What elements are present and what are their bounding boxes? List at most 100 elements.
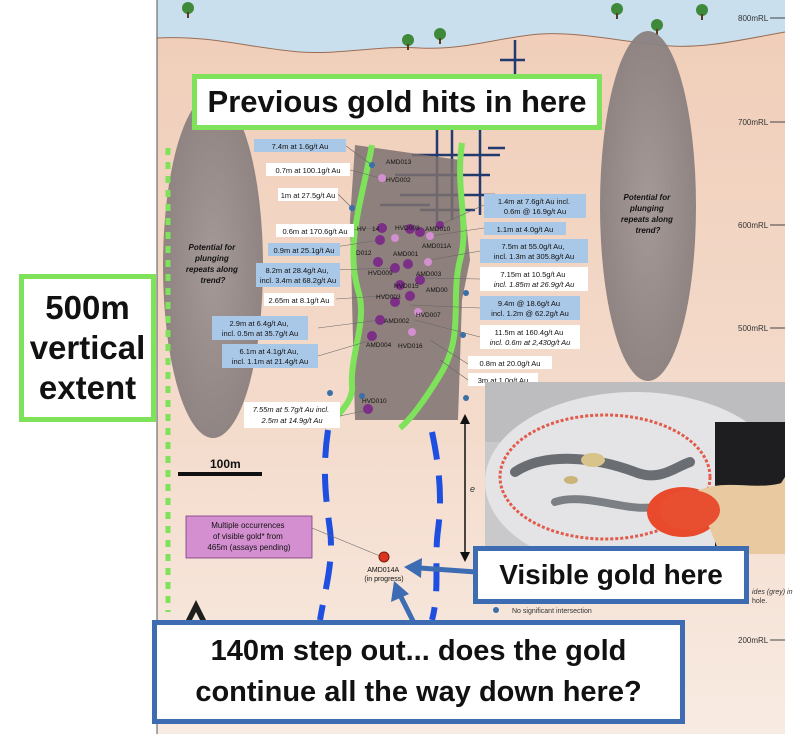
intercept-dot — [415, 275, 425, 285]
zone-outline-right — [398, 142, 467, 431]
intercept-box — [480, 267, 588, 291]
intercept-text: 7.55m at 5.7g/t Au incl. 2.5m at 14.9g/t… — [253, 405, 332, 425]
svg-text:AMD001: AMD001 — [393, 251, 419, 258]
callout-vertical-extent: 500m vertical extent — [19, 274, 156, 422]
intercept-text: 0.8m at 20.0g/t Au — [480, 359, 541, 368]
scale-bar: 100m — [178, 457, 262, 476]
intercept-dot — [436, 221, 444, 229]
sky — [157, 0, 785, 53]
callout-step-out-line-1: 140m step out... does the gold — [210, 635, 627, 668]
surface-line — [156, 31, 786, 54]
intercept-dot — [395, 280, 405, 290]
intercepts-left: 7.4m at 1.6g/t Au 0.7m at 100.1g/t Au 1m… — [212, 139, 354, 428]
intercept-text: 2.9m at 6.4g/t Au, incl. 0.5m at 35.7g/t… — [222, 319, 298, 338]
callout-step-out-line-2: continue all the way down here? — [195, 676, 642, 708]
svg-text:e: e — [470, 484, 475, 494]
svg-text:HVD009: HVD009 — [368, 270, 393, 277]
callout-previous-gold-text: Previous gold hits in here — [207, 84, 587, 120]
rl-label-200: 200mRL — [738, 636, 769, 645]
intercept-text: 0.7m at 100.1g/t Au — [275, 166, 340, 175]
rl-label-500: 500mRL — [738, 324, 769, 333]
intercept-text: 1m at 27.5g/t Au — [281, 191, 336, 200]
company-logo — [184, 600, 208, 624]
intercept-dot — [424, 258, 432, 266]
callout-vertical-line-2: vertical — [29, 328, 146, 366]
callout-visible-gold: Visible gold here — [473, 546, 749, 604]
intercept-box — [480, 325, 580, 349]
svg-text:AMD003: AMD003 — [416, 271, 442, 278]
intercept-box — [256, 263, 340, 287]
intercept-text: 2.65m at 8.1g/t Au — [269, 296, 330, 305]
intercept-box — [480, 239, 588, 263]
rl-label-600: 600mRL — [738, 221, 769, 230]
svg-text:No significant intersection: No significant intersection — [512, 608, 592, 615]
svg-text:Multiple occurrences o: Multiple occurrences of visible gold* fr… — [207, 521, 290, 552]
callout-vertical-line-1: 500m — [45, 288, 130, 326]
intercept-box — [276, 224, 354, 237]
svg-text:HVD003: HVD003 — [376, 294, 401, 301]
intercept-text: 9.4m @ 18.6g/t Au incl. 1.2m @ 62.2g/t A… — [491, 299, 569, 318]
intercept-text: 1.4m at 7.6g/t Au incl. 0.6m @ 16.9g/t A… — [498, 197, 572, 216]
intercept-dot — [414, 308, 422, 316]
rl-label-800: 800mRL — [738, 14, 769, 23]
hole-dot — [463, 395, 469, 401]
svg-text:AMD002: AMD002 — [384, 318, 410, 325]
intercept-dot — [391, 234, 399, 242]
svg-text:HVD002: HVD002 — [386, 177, 411, 184]
intercept-dot — [390, 297, 400, 307]
intercept-text: 1.1m at 4.0g/t Au — [497, 225, 554, 234]
intercept-dot — [377, 223, 387, 233]
intercept-box — [222, 344, 318, 368]
svg-text:HVD016: HVD016 — [398, 343, 423, 350]
intercept-dot — [408, 328, 416, 336]
svg-text:D012: D012 — [356, 250, 372, 257]
hole-dot — [369, 162, 375, 168]
hole-dot — [460, 332, 466, 338]
hole-dot — [463, 290, 469, 296]
intercept-text: 0.9m at 25.1g/t Au — [274, 246, 335, 255]
rl-axis: 800mRL 700mRL 600mRL 500mRL 200mRL — [738, 14, 785, 645]
intercept-dot — [403, 259, 413, 269]
intercept-box — [468, 356, 552, 369]
visible-gold-dot — [378, 551, 390, 563]
svg-text:HV: HV — [357, 226, 367, 233]
drill-holes — [327, 162, 469, 563]
intercept-dot — [373, 257, 383, 267]
intercept-text: 6.1m at 4.1g/t Au, incl. 1.1m at 21.4g/t… — [232, 347, 308, 366]
svg-text:AMD00: AMD00 — [426, 287, 448, 294]
extension-outline-left — [317, 429, 334, 621]
extension-outline-right — [429, 431, 443, 621]
callout-vertical-line-3: extent — [38, 369, 137, 407]
hole-in-progress-label: AMD014A (in progress) — [364, 567, 403, 583]
svg-text:AMD004: AMD004 — [366, 342, 392, 349]
svg-text:hole.: hole. — [752, 598, 767, 605]
intercept-text: 11.5m at 160.4g/t Au incl. 0.6m at 2,430… — [490, 328, 571, 347]
intercept-text: 3m at 1.0g/t Au — [478, 376, 528, 385]
svg-text:HVD007: HVD007 — [416, 312, 441, 319]
svg-text:HVD010: HVD010 — [362, 398, 387, 405]
intercept-dot — [375, 235, 385, 245]
svg-text:100m: 100m — [210, 457, 241, 471]
potential-ellipse-right — [600, 31, 696, 381]
core-sample-photo — [485, 382, 785, 554]
hole-dot — [359, 393, 365, 399]
intercept-box — [268, 243, 340, 256]
intercept-box — [266, 163, 350, 176]
hole-dot — [349, 205, 355, 211]
svg-text:AMD010: AMD010 — [425, 226, 451, 233]
intercept-dot — [405, 291, 415, 301]
hole-dot — [327, 390, 333, 396]
intercept-dot — [390, 263, 400, 273]
intercept-box — [480, 296, 580, 320]
callout-step-out: 140m step out... does the gold continue … — [152, 620, 685, 724]
intercept-text: 7.4m at 1.6g/t Au — [272, 142, 329, 151]
visible-gold-note: Multiple occurrences of visible gold* fr… — [185, 515, 313, 559]
svg-text:AMD013: AMD013 — [386, 159, 412, 166]
rl-label-700: 700mRL — [738, 118, 769, 127]
vertical-distance-marker: e — [460, 414, 475, 562]
intercept-text: 7.5m at 55.0g/t Au, incl. 1.3m at 305.8g… — [494, 242, 574, 261]
zone-outline-left — [327, 144, 375, 427]
svg-text:ides (grey) in: ides (grey) in — [752, 589, 793, 596]
hole-labels: AMD013 HVD002 HV 14 HVD008 AMD010 AMD011… — [356, 159, 452, 405]
